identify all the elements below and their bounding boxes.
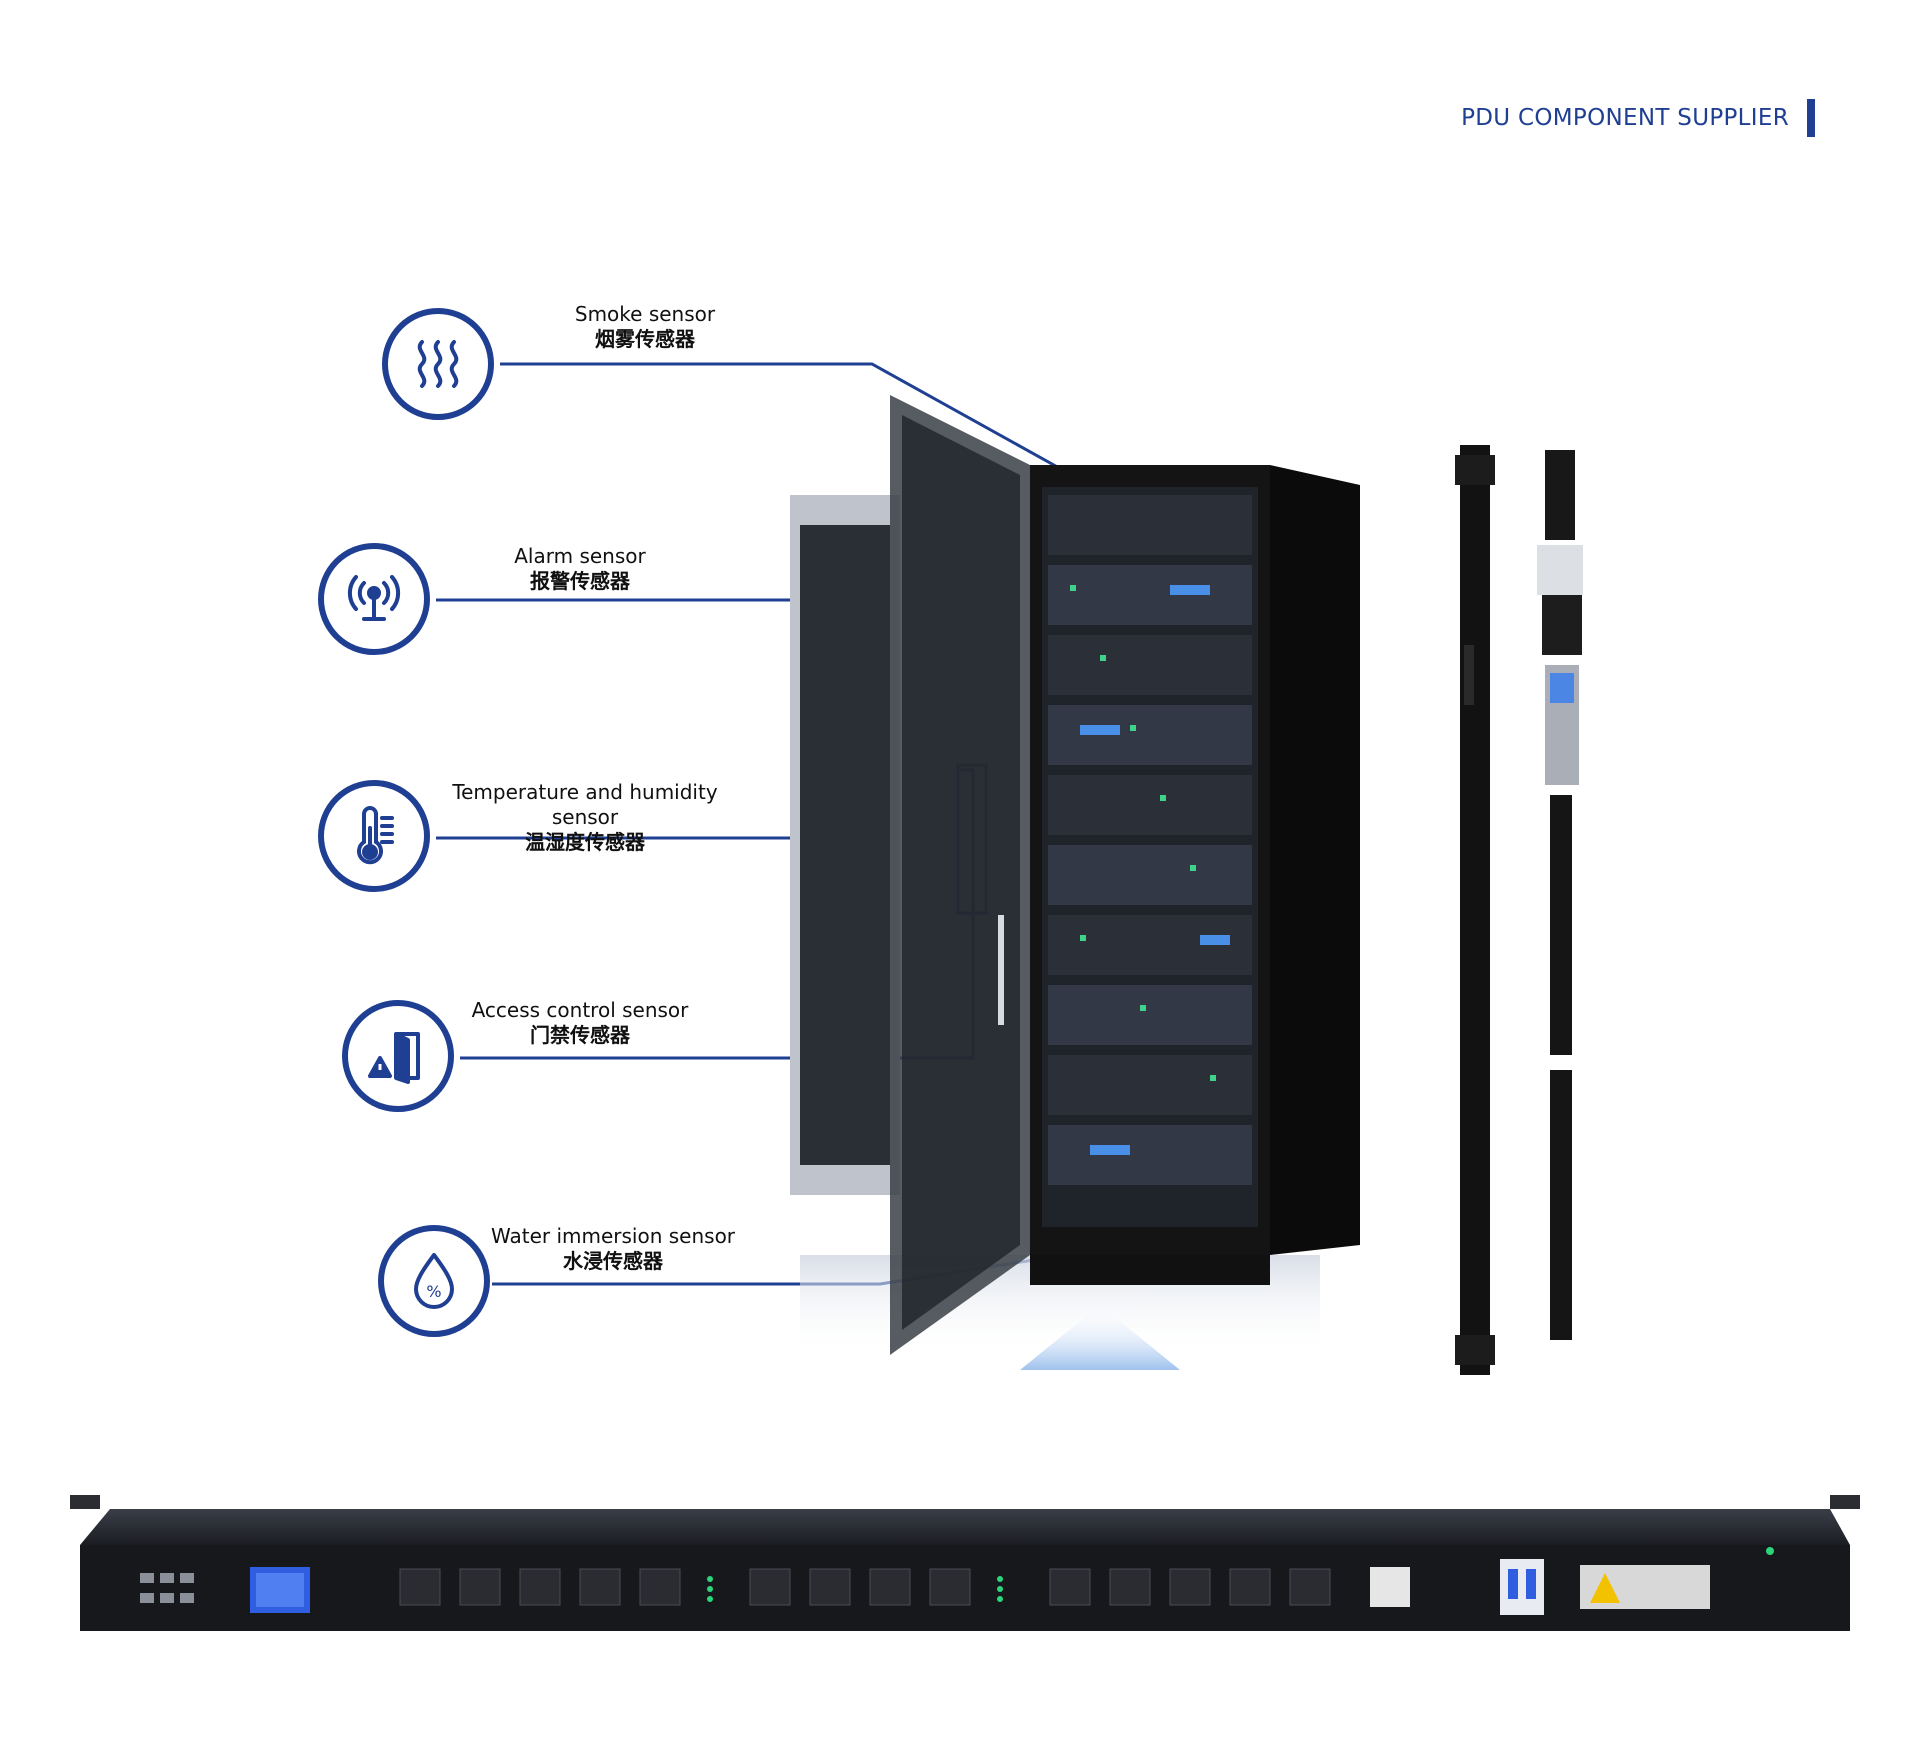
alarm-signal-icon (347, 575, 401, 621)
temperature-sensor-icon-circle (318, 780, 430, 892)
door-handle (998, 915, 1004, 1025)
alarm-sensor-label: Alarm sensor 报警传感器 (480, 544, 680, 594)
pdu-network-ports (140, 1573, 194, 1603)
access-sensor-label-zh: 门禁传感器 (530, 1023, 630, 1047)
access-sensor-label-en: Access control sensor (471, 998, 689, 1022)
water-sensor-label-en: Water immersion sensor (490, 1224, 736, 1248)
smoke-sensor-label-en: Smoke sensor (574, 302, 716, 326)
vertical-pdu-outlet-strip-1 (1550, 795, 1572, 1055)
smoke-sensor-label-zh: 烟雾传感器 (595, 327, 695, 351)
cabinet-base (1030, 1255, 1270, 1285)
pdu-top-surface (80, 1509, 1850, 1545)
vertical-pdu-module-top (1545, 450, 1575, 540)
alarm-sensor-icon-circle (318, 543, 430, 655)
access-sensor-icon-circle (342, 1000, 454, 1112)
temperature-sensor-label-zh: 温湿度传感器 (525, 830, 645, 854)
pdu-warning-icon (1590, 1573, 1620, 1603)
thermometer-icon (357, 806, 394, 865)
server-cabinet-illustration (790, 395, 1360, 1370)
pdu-status-leds (707, 1547, 1774, 1602)
vertical-pdu-breaker (1542, 595, 1582, 655)
water-sensor-label-zh: 水浸传感器 (563, 1249, 663, 1273)
water-drop-percent: % (426, 1282, 441, 1301)
brand-bar (1807, 99, 1815, 137)
pdu-circuit-breaker (1500, 1559, 1544, 1615)
water-sensor-label: Water immersion sensor 水浸传感器 (488, 1224, 738, 1274)
smoke-icon (417, 340, 459, 388)
vertical-pdu-illustration (1455, 445, 1583, 1375)
smoke-sensor-label: Smoke sensor 烟雾传感器 (545, 302, 745, 352)
header-brand: PDU COMPONENT SUPPLIER (1461, 98, 1815, 138)
access-sensor-label: Access control sensor 门禁传感器 (470, 998, 690, 1048)
brand-text: PDU COMPONENT SUPPLIER (1461, 105, 1789, 131)
pdu-label-plate (1370, 1567, 1410, 1607)
temperature-sensor-label-en: Temperature and humidity sensor (452, 780, 718, 829)
door-warning-icon (368, 1032, 420, 1084)
temperature-sensor-label: Temperature and humidity sensor 温湿度传感器 (435, 780, 735, 855)
water-drop-icon: % (414, 1253, 454, 1309)
alarm-sensor-label-en: Alarm sensor (514, 544, 646, 568)
bottom-glow (1020, 1305, 1180, 1370)
vertical-pdu-outlet-strip-2 (1550, 1070, 1572, 1340)
horizontal-pdu-illustration (70, 1495, 1860, 1631)
alarm-sensor-label-zh: 报警传感器 (530, 569, 630, 593)
water-sensor-icon-circle: % (378, 1225, 490, 1337)
vertical-pdu-body (1460, 445, 1490, 1375)
server-rack-units (1048, 495, 1252, 1185)
pdu-outlets (399, 1568, 1331, 1606)
smoke-sensor-icon-circle (382, 308, 494, 420)
cabinet-side (1270, 465, 1360, 1255)
